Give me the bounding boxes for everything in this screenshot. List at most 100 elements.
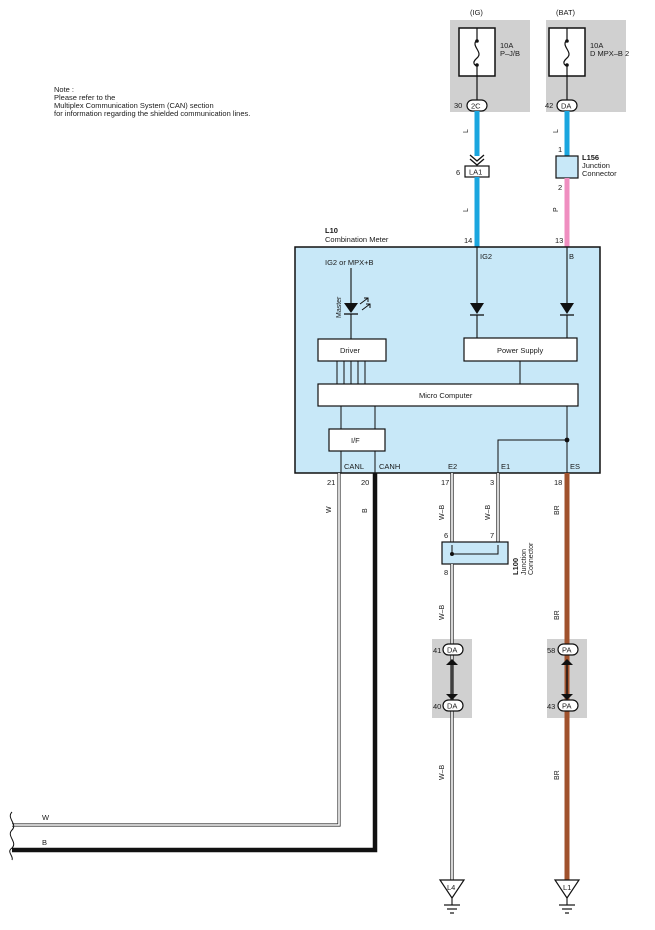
conn-pa43: [557, 699, 579, 712]
l156-label-2: Connector: [582, 169, 617, 178]
wire-gnd-l4-color: W–B: [439, 605, 446, 621]
l100-internal: [451, 545, 499, 555]
micro-computer-block: [317, 383, 579, 407]
fuse-ig-pin: 30: [454, 101, 462, 110]
wire-bottom-b-label: B: [42, 838, 47, 847]
conn-da-top-label: DA: [561, 102, 571, 111]
wire-ig-color-2: L: [463, 208, 470, 212]
la1-chevron-2: [469, 158, 485, 166]
master-label: Master: [336, 296, 343, 318]
conn-da41: [442, 643, 464, 656]
meter-supply-label: IG2 or MPX+B: [325, 258, 374, 267]
driver-label: Driver: [340, 346, 361, 355]
note-title: Note :: [54, 85, 74, 94]
meter-b-label: B: [569, 252, 574, 261]
ground-l1: L1: [553, 879, 581, 914]
l100-pin6: 6: [444, 531, 448, 540]
ground-l1-label: L1: [563, 883, 571, 892]
if-block: [328, 428, 386, 452]
l156-pin-bottom: 2: [558, 183, 562, 192]
wire-break-mark: [9, 811, 15, 861]
wire-canl: [12, 473, 340, 826]
driver-bus: [336, 361, 366, 384]
pin-e2: 17: [441, 478, 449, 487]
wire-bottom-w-label: W: [42, 813, 50, 822]
conn-la1-label: LA1: [469, 168, 482, 177]
fuse-ig-dot-top: [475, 39, 479, 43]
conn-da-arrow-down: [446, 694, 458, 700]
meter-ig2-label: IG2: [480, 252, 492, 261]
conn-da-arrow-up: [446, 659, 458, 665]
l100-label-1: Junction: [521, 549, 528, 575]
meter-e2-label: E2: [448, 462, 457, 471]
fuse-ig: 10A P–J/B 30 2C: [454, 27, 520, 112]
junction-l156: [555, 155, 579, 179]
note-line-1: Please refer to the: [54, 93, 115, 102]
note-line-2: Multiplex Communication System (CAN) sec…: [54, 101, 214, 110]
conn-pa43-label: PA: [562, 702, 571, 711]
conn-da41-pin: 41: [433, 646, 441, 655]
ground-l4-triangle: [438, 879, 466, 900]
master-led-icon: [344, 303, 358, 313]
conn-2c-label: 2C: [471, 102, 481, 111]
wire-bat-color-upper: L: [553, 129, 560, 133]
pin-e1: 3: [490, 478, 494, 487]
driver-block: [317, 338, 387, 362]
conn-da40-pin: 40: [433, 702, 441, 711]
if-label: I/F: [351, 436, 360, 445]
l156-id: L156: [582, 153, 599, 162]
power-supply-label: Power Supply: [497, 346, 544, 355]
conn-pa58: [557, 643, 579, 656]
meter-pin-ig2: 14: [464, 236, 472, 245]
meter-pin-b: 13: [555, 236, 563, 245]
conn-pa-arrow-up: [561, 659, 573, 665]
l156-label-1: Junction: [582, 161, 610, 170]
ground-l1-triangle: [553, 879, 581, 900]
wire-gnd-l1-color: BR: [554, 610, 561, 620]
l100-id: L100: [511, 558, 520, 575]
conn-da40: [442, 699, 464, 712]
junction-l100: [441, 541, 509, 565]
conn-pa58-label: PA: [562, 646, 571, 655]
fuse-bat-dot-bottom: [565, 63, 569, 67]
wire-canh: [12, 473, 378, 853]
wire-gnd-l1-color-lower: BR: [554, 770, 561, 780]
fuse-bat-name: D MPX–B 2: [590, 49, 629, 58]
conn-da41-label: DA: [447, 646, 457, 655]
wire-bat-color-lower: P: [553, 207, 560, 212]
l100-pin8: 8: [444, 568, 448, 577]
meter-canl-label: CANL: [344, 462, 364, 471]
ground-l4: L4: [438, 879, 466, 914]
wire-canl-outline: [12, 473, 341, 827]
fuse-ig-rating: 10A: [500, 41, 513, 50]
pin-es: 18: [554, 478, 562, 487]
conn-pa43-pin: 43: [547, 702, 555, 711]
fuse-bat-source: (BAT): [556, 8, 576, 17]
wire-ig-color: L: [463, 129, 470, 133]
meter-name: Combination Meter: [325, 235, 389, 244]
fuse-bat-pin: 42: [545, 101, 553, 110]
l100-pin7: 7: [490, 531, 494, 540]
pin-canh: 20: [361, 478, 369, 487]
fuse-bat-dot-top: [565, 39, 569, 43]
meter-canh-label: CANH: [379, 462, 400, 471]
ground-l4-label: L4: [447, 883, 455, 892]
wire-es-color: BR: [554, 505, 561, 515]
meter-id: L10: [325, 226, 338, 235]
l100-label-2: Connector: [528, 542, 535, 575]
fuse-ig-name: P–J/B: [500, 49, 520, 58]
fuse-bat-rating: 10A: [590, 41, 603, 50]
fuse-ig-dot-bottom: [475, 63, 479, 67]
pin-canl: 21: [327, 478, 335, 487]
wire-e1-color: W–B: [485, 505, 492, 521]
l156-pin-top: 1: [558, 145, 562, 154]
meter-e1-label: E1: [501, 462, 510, 471]
wire-gnd-l4-color-lower: W–B: [439, 765, 446, 781]
wire-canh-color: B: [362, 508, 369, 513]
e1-internal-line: [497, 439, 567, 473]
la1-chevron-1: [469, 154, 485, 162]
ig2-diode-icon: [470, 303, 484, 314]
note-line-3: for information regarding the shielded c…: [54, 109, 250, 118]
conn-pa58-pin: 58: [547, 646, 555, 655]
